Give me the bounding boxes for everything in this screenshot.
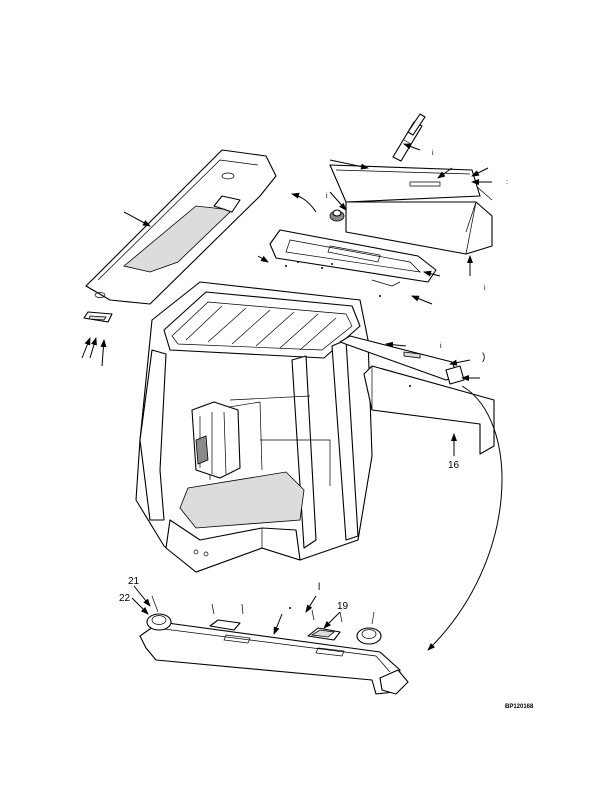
upper-tray	[269, 229, 437, 287]
callout-19: 19	[337, 601, 349, 612]
mark-i-knob: i	[326, 193, 328, 200]
callout-22: 22	[119, 593, 131, 604]
cab-frame	[135, 281, 373, 573]
roof-panel	[85, 149, 277, 305]
mark-i-top: i	[432, 150, 434, 157]
side-panel	[363, 365, 495, 455]
mark-paren: )	[482, 352, 485, 363]
mark-i-bar: i	[440, 343, 442, 350]
knob	[329, 209, 345, 222]
callout-16: 16	[448, 460, 460, 471]
lower-trim-rail	[139, 595, 409, 695]
small-handle	[83, 311, 113, 323]
storage-box	[329, 164, 493, 255]
mark-l: l	[318, 582, 320, 593]
mark-colon: :	[506, 179, 508, 186]
drawing-reference: BP120168	[505, 704, 534, 710]
mark-i-box: i	[484, 285, 486, 292]
callout-21: 21	[128, 576, 140, 587]
gas-strut	[392, 113, 426, 162]
leader-arrows	[81, 143, 492, 635]
detail-dots	[285, 261, 411, 609]
movement-arrows	[291, 192, 503, 651]
